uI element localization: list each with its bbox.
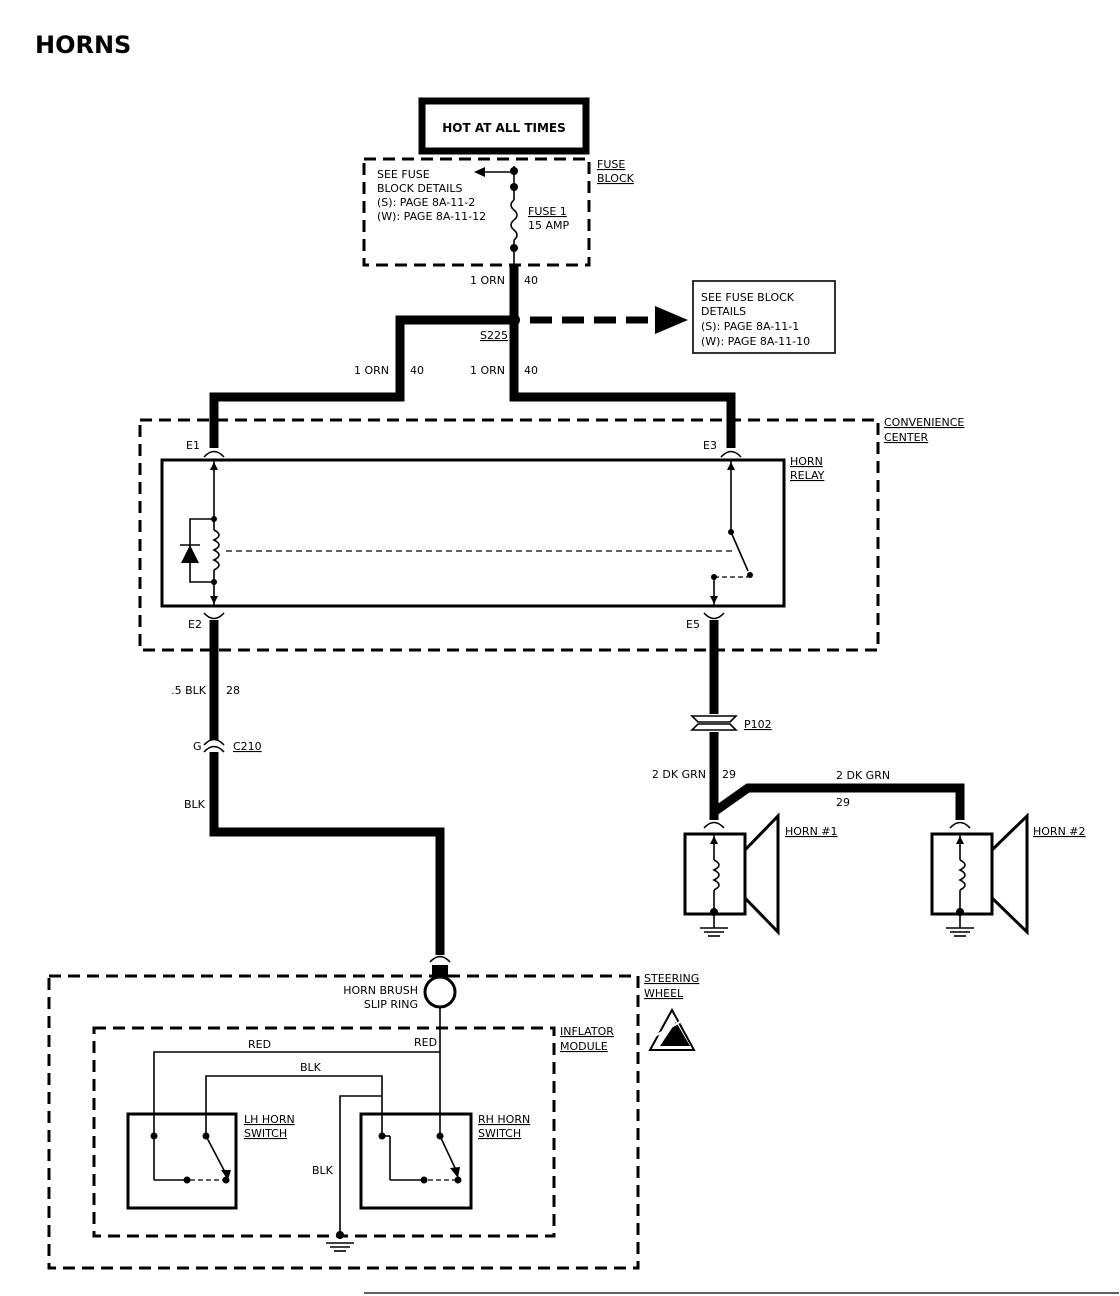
wire-right-color: 1 ORN [470,364,505,377]
slip-ring-icon [423,975,457,1009]
fuse-name: FUSE 1 [528,205,567,218]
fuse-block-label-1: FUSE [597,158,625,171]
wire-blk-steering [209,752,445,955]
power-source-label: HOT AT ALL TIMES [442,121,566,135]
wire-red-2: RED [414,1036,437,1049]
connector-e1-icon [203,450,225,458]
steering-wheel-label-2: WHEEL [644,987,684,1000]
lh-horn-switch [126,1112,238,1210]
horn-1: HORN #1 [683,812,838,937]
horn-2-label: HORN #2 [1033,825,1086,838]
splice-details-arrow-icon [655,306,688,334]
lh-switch-label-2: SWITCH [244,1127,287,1140]
fuse-see-line1: SEE FUSE [377,168,430,181]
fuse-rating: 15 AMP [528,219,570,232]
convenience-center: CONVENIENCE CENTER HORN RELAY E1 E3 E2 E… [138,416,964,652]
wire-top-circuit: 40 [524,274,538,287]
wire-right-circuit: 40 [524,364,538,377]
wire-horn2-color: 2 DK GRN [836,769,890,782]
rh-switch-label-1: RH HORN [478,1113,530,1126]
pin-e5: E5 [686,618,700,631]
connector-e3-icon [720,450,742,458]
splice-name: S225 [480,329,508,342]
lh-switch-contact-icon [205,1135,227,1175]
steering-wheel: STEERING WHEEL HORN BRUSH SLIP RING INFL… [47,955,699,1270]
diagram-title: HORNS [35,31,131,59]
esd-warning-icon [648,1007,696,1051]
connector-e5-icon [703,612,725,620]
pin-e1: E1 [186,439,200,452]
horn-2-bell-icon [990,812,1029,936]
horn-1-label: HORN #1 [785,825,838,838]
horn-brush-icon [432,965,448,979]
wire-e2-color: .5 BLK [171,684,207,697]
connector-p102 [690,715,738,731]
wire-1-orn-e1 [209,315,514,448]
lh-switch-label-1: LH HORN [244,1113,295,1126]
wire-blk-ground: BLK [312,1164,334,1177]
rh-horn-switch [359,1112,473,1210]
horn-1-coil-icon [712,859,720,891]
brush-label-1: HORN BRUSH [343,984,418,997]
pin-e2: E2 [188,618,202,631]
splice-details-box: SEE FUSE BLOCK DETAILS (S): PAGE 8A-11-1… [692,280,836,354]
horn-2-coil-icon [958,859,966,891]
fuse-block: SEE FUSE BLOCK DETAILS (S): PAGE 8A-11-2… [362,157,635,267]
steering-wheel-label-1: STEERING [644,972,699,985]
rh-switch-contact-icon [439,1135,457,1171]
wire-left-color: 1 ORN [354,364,389,377]
fuse-see-line3: (S): PAGE 8A-11-2 [377,196,475,209]
wire-2-dk-grn-horn2 [711,783,965,820]
wire-1-orn-e3 [509,320,736,448]
horn-relay-label-1: HORN [790,455,823,468]
fuse-block-label-2: BLOCK [597,172,635,185]
wire-p102-circuit: 29 [722,768,736,781]
convenience-center-label-1: CONVENIENCE [884,416,964,429]
horn-relay-label-2: RELAY [790,469,825,482]
wire-left-circuit: 40 [410,364,424,377]
wire-e2-circuit: 28 [226,684,240,697]
connector-c210-bottom-icon [203,745,225,753]
fuse-see-line4: (W): PAGE 8A-11-12 [377,210,486,223]
horn-relay [160,458,786,608]
inflator-label-1: INFLATOR [560,1025,614,1038]
relay-coil-icon [212,529,220,571]
wire-red-1: RED [248,1038,271,1051]
wire-blk-inner: BLK [300,1061,322,1074]
horn-2: HORN #2 [930,812,1086,937]
c210-name: C210 [233,740,262,753]
pin-e3: E3 [703,439,717,452]
connector-c210-top-icon [203,738,225,746]
relay-diode-icon [181,545,199,563]
horn-1-bell-icon [743,812,780,936]
wire-top-color: 1 ORN [470,274,505,287]
c210-pin: G [193,740,202,753]
wire-blk-label: BLK [184,798,206,811]
brush-label-2: SLIP RING [364,998,418,1011]
p102-name: P102 [744,718,772,731]
power-source-box: HOT AT ALL TIMES [418,97,590,155]
fuse-element-icon [510,199,518,241]
inflator-label-2: MODULE [560,1040,608,1053]
rh-switch-label-2: SWITCH [478,1127,521,1140]
wire-horn2-circuit: 29 [836,796,850,809]
splice-see-line4: (W): PAGE 8A-11-10 [701,335,810,348]
splice-see-line2: DETAILS [701,305,746,318]
splice-see-line1: SEE FUSE BLOCK [701,291,795,304]
splice-see-line3: (S): PAGE 8A-11-1 [701,320,799,333]
wire-p102-color: 2 DK GRN [652,768,706,781]
relay-switch-icon [730,531,749,572]
convenience-center-label-2: CENTER [884,431,929,444]
connector-e2-icon [203,612,225,620]
fuse-see-arrow-icon [474,167,485,177]
fuse-see-line2: BLOCK DETAILS [377,182,463,195]
